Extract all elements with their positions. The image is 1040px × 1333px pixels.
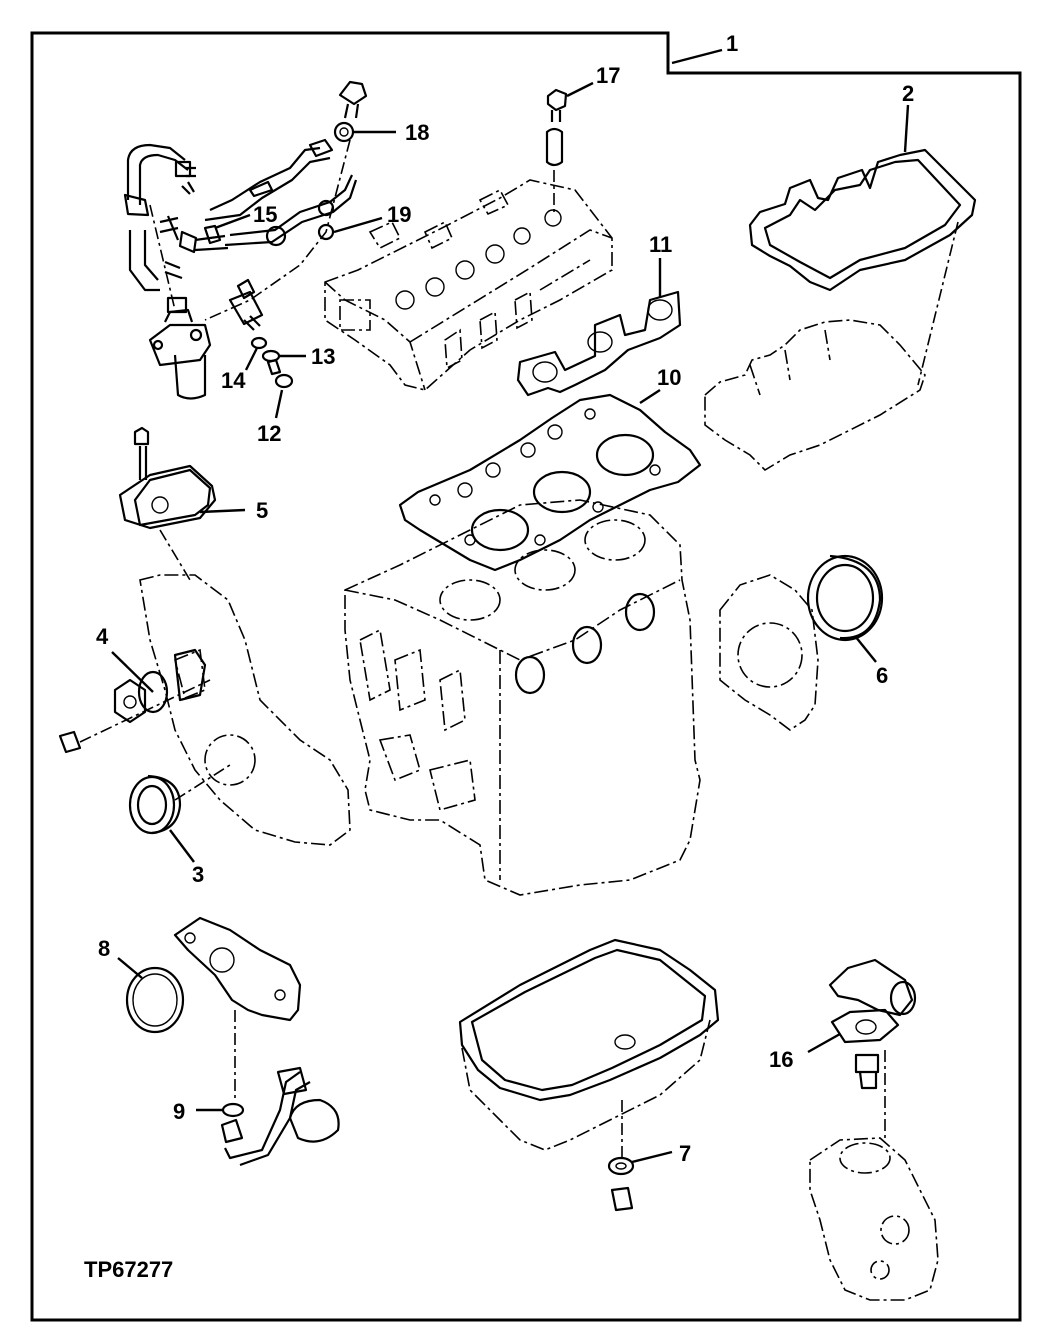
- callout-6: 6: [876, 663, 888, 688]
- callout-5: 5: [256, 498, 268, 523]
- leader-lines: [111, 48, 910, 1164]
- cylinder-head-group: [324, 88, 613, 391]
- callout-2: 2: [902, 81, 914, 106]
- exhaust-gasket: [516, 290, 682, 397]
- leader-19: [333, 216, 383, 234]
- callout-4: 4: [96, 624, 109, 649]
- callout-12: 12: [257, 421, 281, 446]
- leader-17: [566, 81, 594, 98]
- callout-15: 15: [253, 202, 277, 227]
- leader-1: [671, 48, 723, 65]
- leader-14: [244, 347, 259, 371]
- diagram-frame: [30, 31, 1022, 1322]
- thermostat-group: [809, 958, 939, 1301]
- callout-labels: 1 2 3 4 5 6 7 8 9 10 11 12 13 14 15 16 1…: [96, 31, 914, 1166]
- leader-5: [199, 508, 246, 514]
- head-gasket: [398, 393, 702, 572]
- leader-6: [854, 635, 877, 663]
- callout-7: 7: [679, 1141, 691, 1166]
- leader-16: [807, 1032, 841, 1054]
- leader-3: [169, 829, 195, 863]
- figure-code: TP67277: [84, 1257, 173, 1282]
- callout-10: 10: [657, 365, 681, 390]
- leader-4: [111, 651, 154, 693]
- leader-2: [903, 104, 910, 153]
- leader-8: [117, 957, 143, 979]
- leader-12: [274, 389, 284, 419]
- callout-11: 11: [649, 232, 672, 257]
- oil-pan-group: [458, 938, 720, 1212]
- injection-lines-group: [123, 80, 368, 400]
- callout-17: 17: [596, 63, 620, 88]
- callout-18: 18: [405, 120, 429, 145]
- callout-19: 19: [387, 202, 411, 227]
- leader-15: [214, 213, 251, 230]
- callout-14: 14: [221, 368, 246, 393]
- rear-seal-group: [719, 554, 884, 731]
- callout-8: 8: [98, 936, 110, 961]
- callout-1: 1: [726, 31, 738, 56]
- oil-pump-group: [125, 916, 340, 1167]
- valve-cover-gasket-group: [704, 148, 977, 472]
- front-cover-group: [58, 426, 351, 846]
- callout-16: 16: [769, 1047, 793, 1072]
- callout-9: 9: [173, 1099, 185, 1124]
- callout-13: 13: [311, 344, 335, 369]
- cylinder-block-group: [344, 499, 701, 896]
- leader-7: [631, 1150, 673, 1164]
- leader-10: [639, 388, 661, 405]
- callout-3: 3: [192, 862, 204, 887]
